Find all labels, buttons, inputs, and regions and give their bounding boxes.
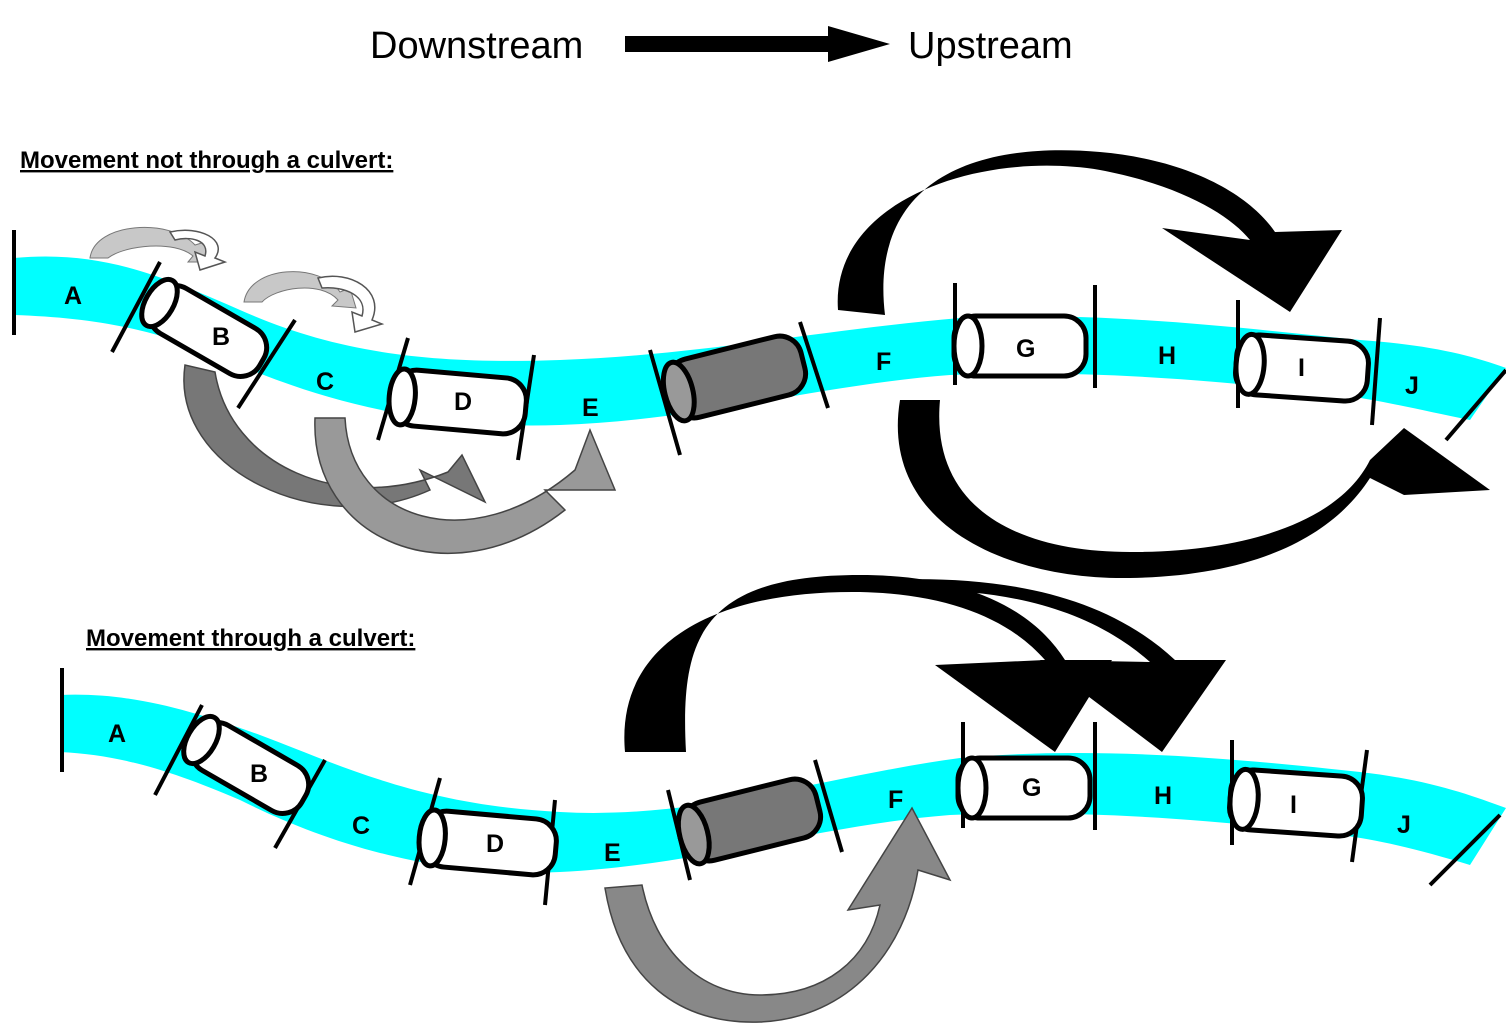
segment-label-a: A — [64, 282, 82, 310]
segment-2-label-j: J — [1397, 811, 1411, 839]
culvert-i-2 — [1227, 766, 1365, 839]
segment-2-label-d: D — [486, 830, 504, 858]
direction-legend: Downstream Upstream — [370, 25, 1073, 67]
segment-label-c: C — [316, 368, 334, 396]
segment-2-label-i: I — [1290, 791, 1297, 819]
culvert-blocked — [660, 333, 809, 424]
section-1-stream — [14, 256, 1506, 426]
stream-end-boundary — [1444, 368, 1506, 442]
movement-arrow-c-to-e — [314, 417, 617, 555]
culvert-b — [139, 276, 270, 379]
segment-2-label-g: G — [1022, 774, 1041, 802]
segment-label-d: D — [454, 388, 472, 416]
section-not-through-culvert: Movement not through a culvert: — [12, 147, 1506, 579]
segment-label-b: B — [212, 323, 230, 351]
movement-arrow-f-to-i-upper — [837, 150, 1342, 315]
movement-arrow-b-to-d — [183, 364, 487, 508]
segment-label-j: J — [1405, 372, 1419, 400]
segment-2-label-h: H — [1154, 782, 1172, 810]
segment-label-f: F — [876, 348, 891, 376]
section-1-title: Movement not through a culvert: — [20, 147, 393, 174]
segment-2-label-b: B — [250, 760, 268, 788]
legend-direction-arrow — [625, 26, 890, 62]
hop-arrow-a-b-outline — [168, 229, 228, 271]
stream-2-end-boundary — [1428, 813, 1502, 887]
culvert-d — [386, 366, 529, 437]
segment-2-label-a: A — [108, 720, 126, 748]
hop-arrow-b-c-outline — [316, 275, 385, 333]
legend-upstream-label: Upstream — [908, 25, 1073, 67]
culvert-g-2 — [955, 755, 1093, 821]
movement-arrow-e-to-g — [624, 575, 1112, 752]
legend-downstream-label: Downstream — [370, 25, 583, 67]
culvert-blocked-2 — [675, 776, 824, 867]
movement-arrow-e-to-f — [604, 806, 952, 1023]
movement-arrow-e-to-h — [880, 579, 1226, 752]
culvert-i — [1233, 331, 1371, 404]
segment-2-label-f: F — [888, 786, 903, 814]
section-2-title: Movement through a culvert: — [86, 625, 415, 652]
segment-label-h: H — [1158, 342, 1176, 370]
culvert-b-2 — [181, 713, 312, 816]
culvert-g — [951, 313, 1089, 379]
movement-arrow-f-to-j-lower — [897, 400, 1490, 579]
culvert-d-2 — [416, 807, 559, 878]
section-through-culvert: Movement through a culvert: — [60, 575, 1506, 1023]
segment-2-label-c: C — [352, 812, 370, 840]
segment-label-g: G — [1016, 335, 1035, 363]
segment-2-label-e: E — [604, 839, 621, 867]
section-1-boundaries — [110, 261, 1382, 461]
segment-label-e: E — [582, 394, 599, 422]
segment-label-i: I — [1298, 354, 1305, 382]
